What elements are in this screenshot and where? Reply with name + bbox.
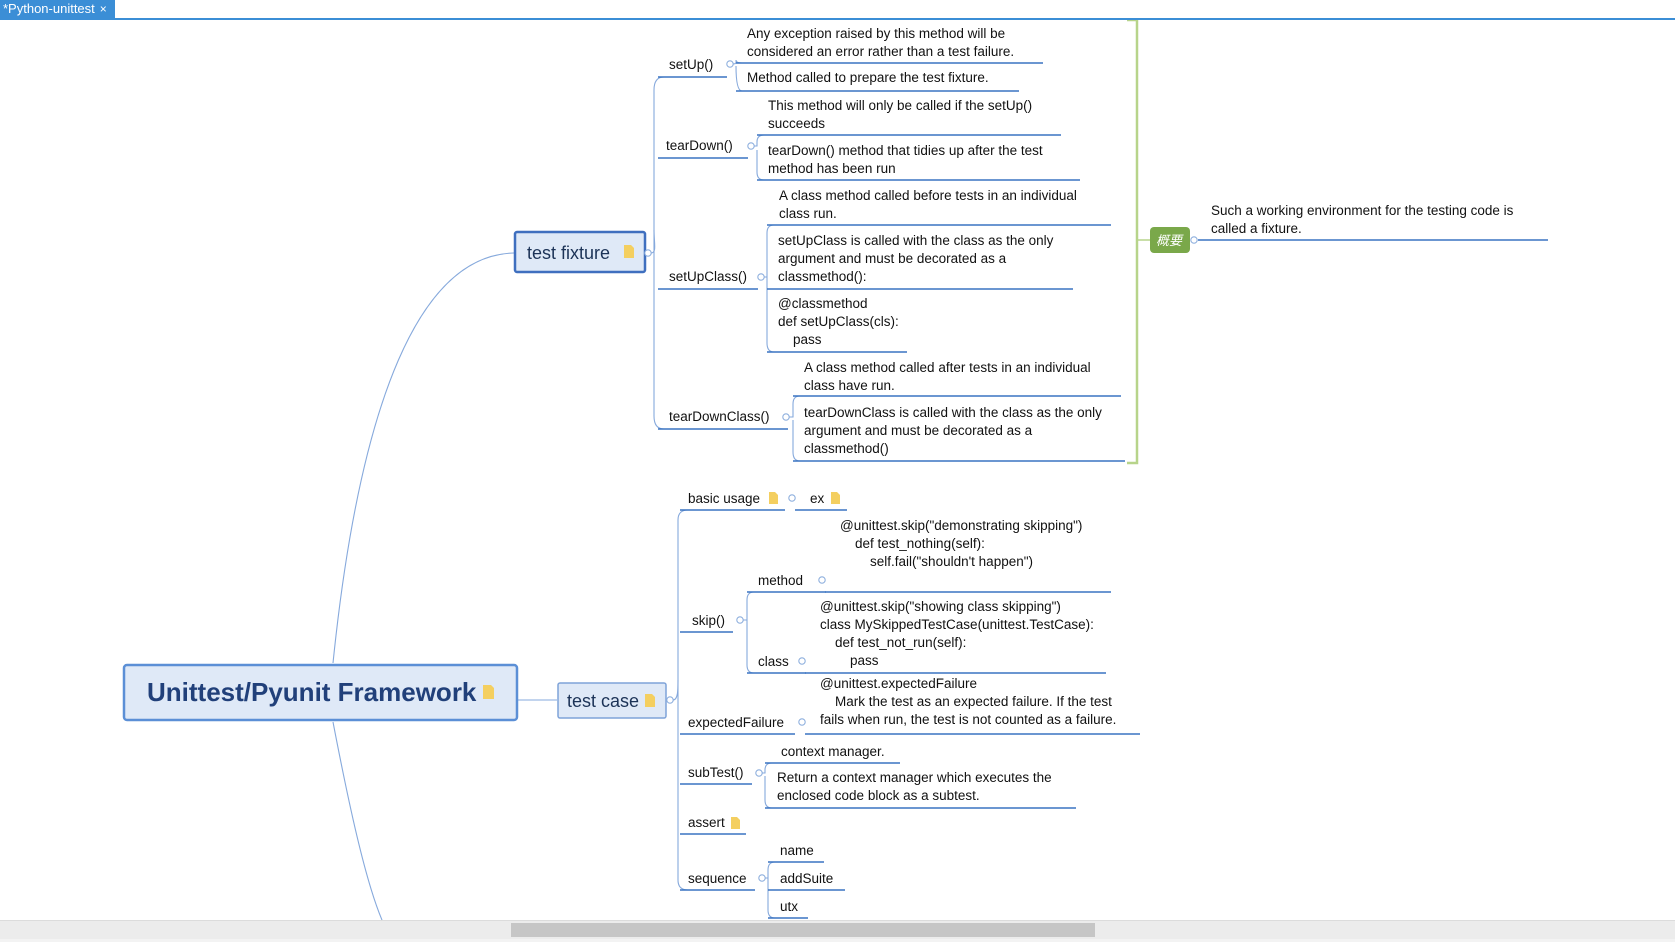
- testcase-spine: [672, 509, 689, 701]
- document-tab[interactable]: *Python-unittest ×: [0, 0, 115, 18]
- summary-bracket: [1127, 20, 1139, 465]
- summary-tag[interactable]: 概要: [1150, 227, 1190, 253]
- collapse-toggle[interactable]: [726, 60, 734, 68]
- bottom-edge: [0, 939, 1675, 942]
- subtest-connector: [762, 762, 773, 809]
- test-case-label: test case: [567, 691, 639, 711]
- mindmap-canvas: Unittest/Pyunit Framework test fixture s…: [122, 20, 1548, 920]
- close-icon[interactable]: ×: [99, 2, 107, 16]
- root-continuation-connector: [332, 721, 383, 920]
- summary-note: Such a working environment for the testi…: [1211, 203, 1514, 236]
- collapse-toggle[interactable]: [644, 249, 652, 257]
- collapse-toggle[interactable]: [798, 657, 806, 665]
- teardownclass-label: tearDownClass(): [669, 409, 770, 424]
- collapse-toggle[interactable]: [755, 769, 763, 777]
- collapse-toggle[interactable]: [757, 273, 765, 281]
- setupclass-label: setUpClass(): [669, 269, 747, 284]
- collapse-toggle[interactable]: [798, 718, 806, 726]
- teardown-note-1: This method will only be called if the s…: [768, 98, 1032, 131]
- teardownclass-note-1: A class method called after tests in an …: [804, 360, 1091, 393]
- fixture-spine: [653, 230, 665, 430]
- test-fixture-label: test fixture: [527, 243, 610, 263]
- tab-bar: *Python-unittest ×: [0, 0, 1675, 20]
- assert-label: assert: [688, 815, 725, 830]
- subtest-note-1: context manager.: [781, 744, 885, 759]
- test-fixture-node[interactable]: test fixture: [513, 230, 647, 274]
- collapse-toggle[interactable]: [736, 616, 744, 624]
- collapse-toggle[interactable]: [782, 413, 790, 421]
- expectedfailure-label: expectedFailure: [688, 715, 784, 730]
- sequence-item-name: name: [780, 843, 814, 858]
- setupclass-note-2: setUpClass is called with the class as t…: [778, 233, 1054, 284]
- note-icon: [769, 492, 778, 504]
- teardown-label: tearDown(): [666, 138, 733, 153]
- skip-method-code: @unittest.skip("demonstrating skipping")…: [840, 518, 1082, 569]
- teardownclass-note-2: tearDownClass is called with the class a…: [804, 405, 1102, 456]
- collapse-toggle[interactable]: [666, 696, 674, 704]
- skip-connector: [743, 591, 755, 674]
- ex-label: ex: [810, 491, 825, 506]
- teardown-note-2: tearDown() method that tidies up after t…: [768, 143, 1043, 176]
- note-icon: [731, 817, 740, 829]
- collapse-toggle[interactable]: [818, 576, 826, 584]
- note-icon: [624, 245, 634, 258]
- collapse-toggle[interactable]: [1190, 236, 1198, 244]
- setup-connector: [732, 59, 743, 92]
- root-label: Unittest/Pyunit Framework: [147, 677, 477, 707]
- setup-note-2: Method called to prepare the test fixtur…: [747, 70, 989, 85]
- setupclass-note-1: A class method called before tests in an…: [779, 188, 1077, 221]
- basic-usage-label: basic usage: [688, 491, 760, 506]
- summary-tag-label: 概要: [1156, 234, 1184, 249]
- testcase-spine: [677, 680, 689, 891]
- skip-class-code: @unittest.skip("showing class skipping")…: [820, 599, 1094, 668]
- horizontal-scrollbar[interactable]: [0, 920, 1675, 939]
- collapse-toggle[interactable]: [758, 874, 766, 882]
- note-icon: [831, 492, 840, 504]
- root-to-fixture-connector: [332, 252, 515, 664]
- collapse-toggle[interactable]: [788, 494, 796, 502]
- skip-label: skip(): [692, 613, 725, 628]
- subtest-label: subTest(): [688, 765, 744, 780]
- subtest-note-2: Return a context manager which executes …: [777, 770, 1052, 803]
- setup-note-1: Any exception raised by this method will…: [747, 26, 1014, 59]
- fixture-spine: [650, 76, 665, 254]
- note-icon: [483, 685, 494, 699]
- sequence-item-utx: utx: [780, 899, 798, 914]
- collapse-toggle[interactable]: [747, 142, 755, 150]
- skip-class-label: class: [758, 654, 789, 669]
- tab-title: *Python-unittest: [3, 1, 95, 16]
- scrollbar-thumb[interactable]: [511, 923, 1095, 937]
- skip-method-label: method: [758, 573, 803, 588]
- sequence-label: sequence: [688, 871, 747, 886]
- sequence-item-addsuite: addSuite: [780, 871, 833, 886]
- root-node[interactable]: Unittest/Pyunit Framework: [122, 663, 519, 722]
- setup-label: setUp(): [669, 57, 713, 72]
- note-icon: [645, 694, 655, 707]
- test-case-node[interactable]: test case: [557, 682, 667, 719]
- expectedfailure-code: @unittest.expectedFailure Mark the test …: [820, 676, 1116, 727]
- teardown-connector: [754, 134, 765, 181]
- teardownclass-connector: [789, 395, 801, 462]
